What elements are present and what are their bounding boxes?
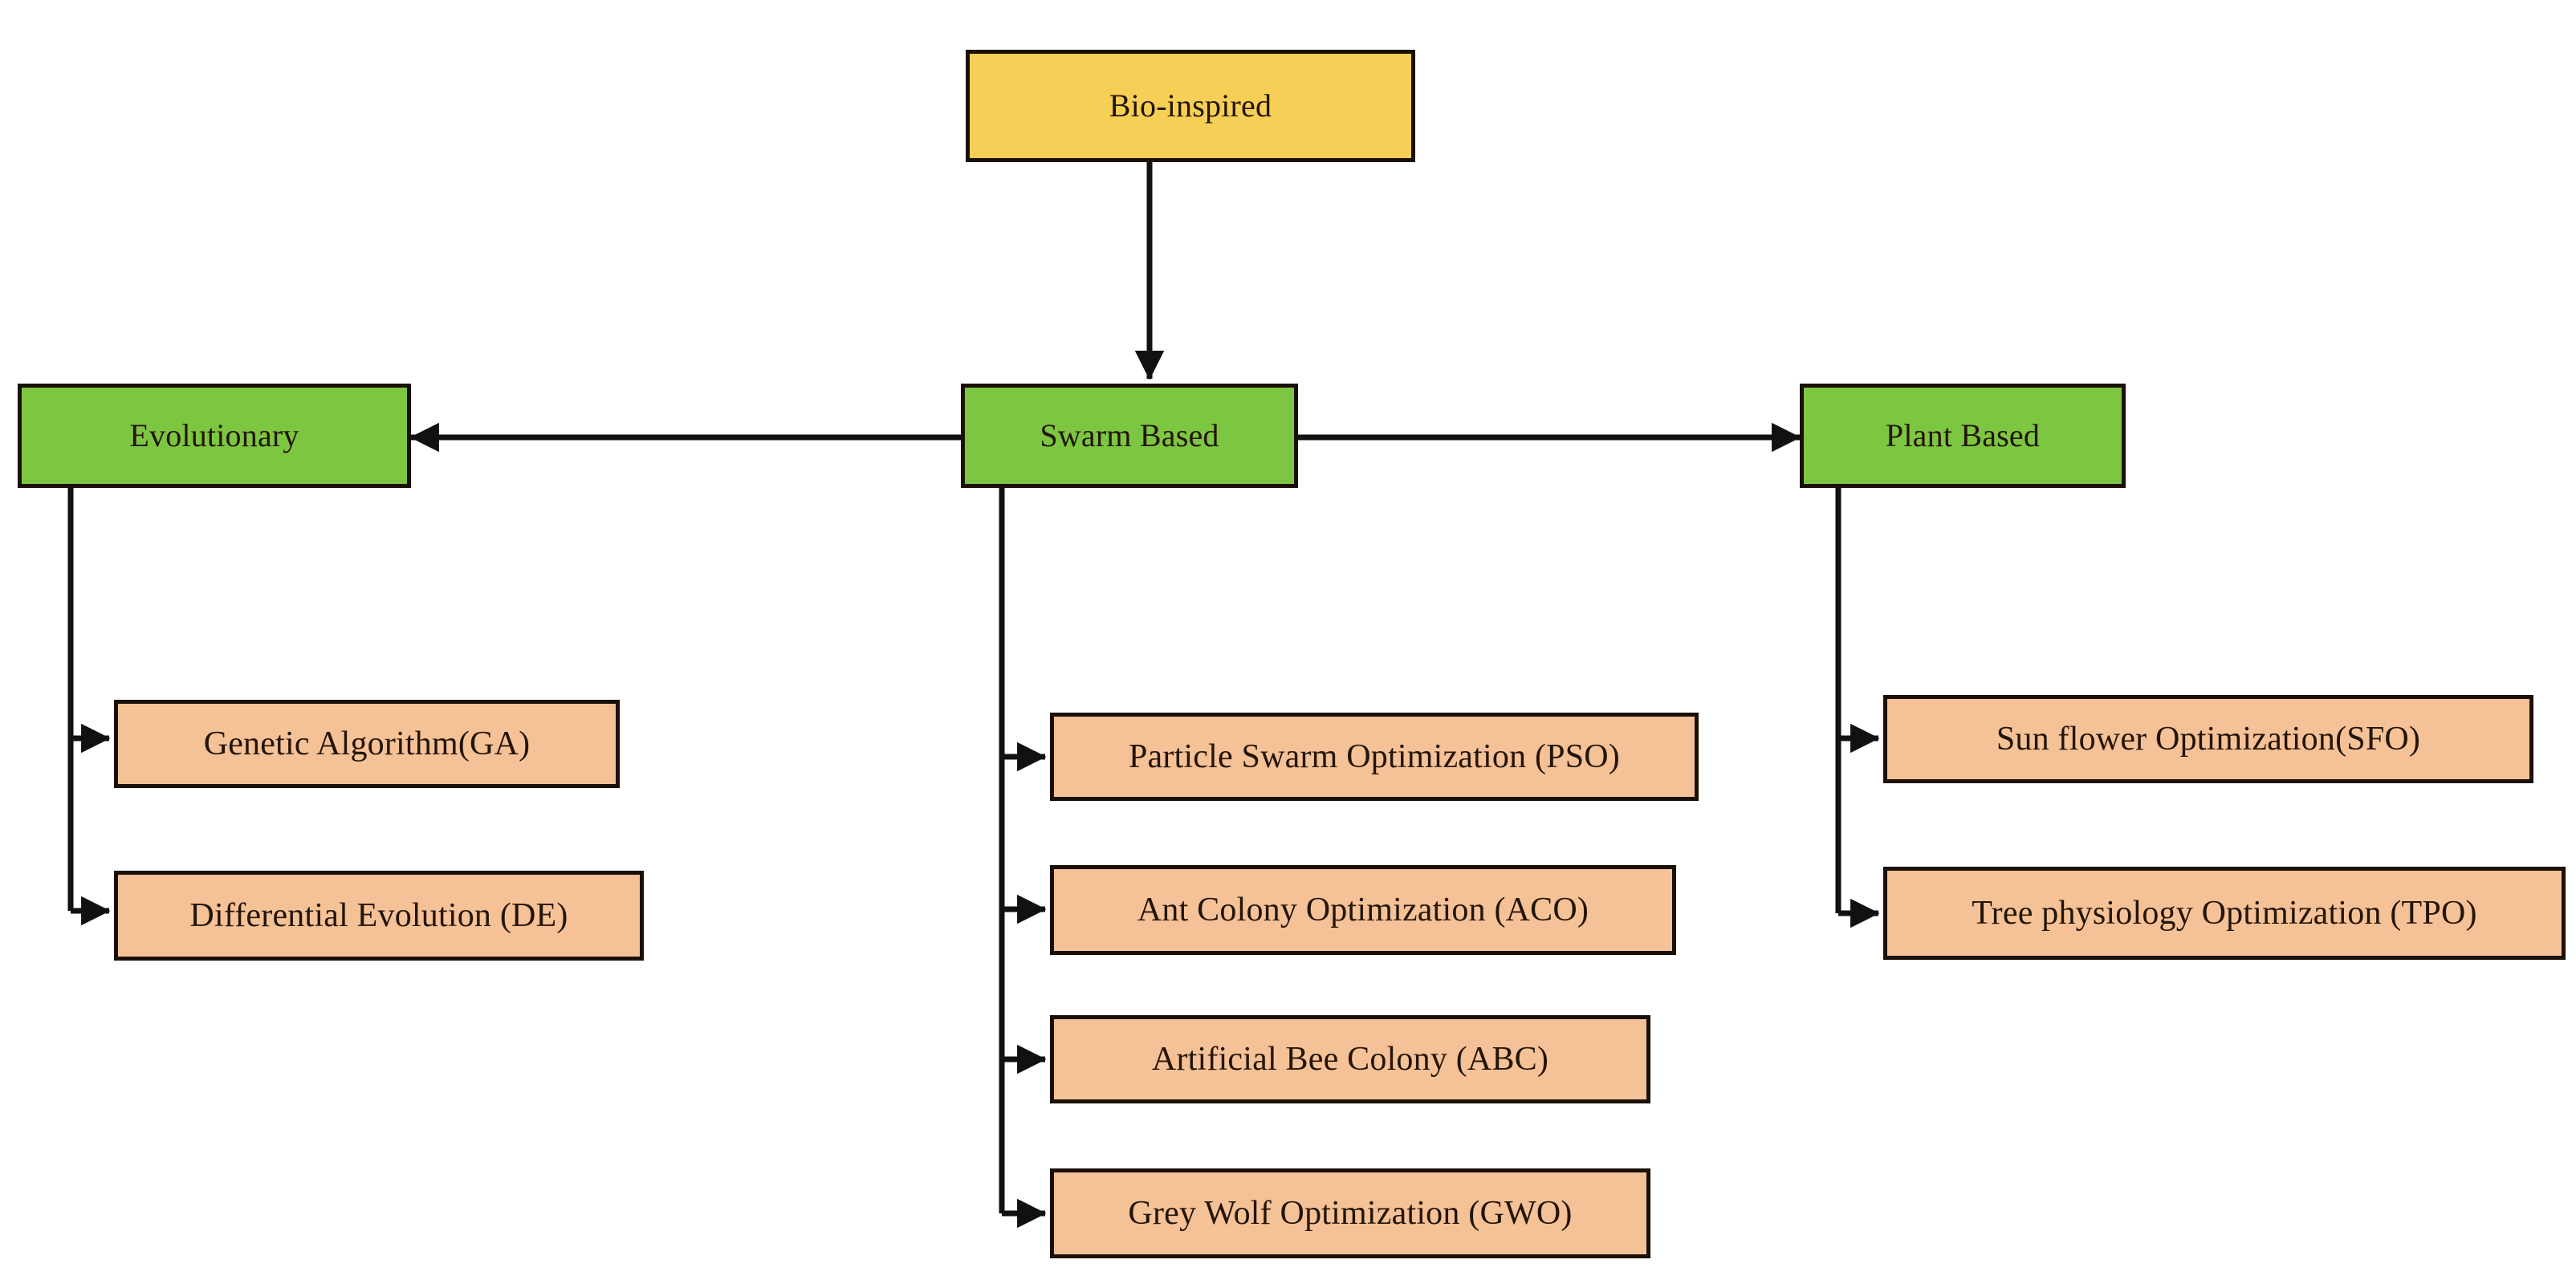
node-swarm-based[interactable]: Swarm Based	[961, 384, 1298, 488]
node-artificial-bee-colony[interactable]: Artificial Bee Colony (ABC)	[1050, 1015, 1650, 1103]
node-particle-swarm-optimization-label: Particle Swarm Optimization (PSO)	[1128, 737, 1620, 775]
node-differential-evolution[interactable]: Differential Evolution (DE)	[114, 871, 644, 961]
node-bio-inspired[interactable]: Bio-inspired	[966, 50, 1415, 162]
node-grey-wolf-optimization-label: Grey Wolf Optimization (GWO)	[1128, 1194, 1573, 1232]
node-genetic-algorithm[interactable]: Genetic Algorithm(GA)	[114, 700, 620, 788]
node-sun-flower-optimization-label: Sun flower Optimization(SFO)	[1996, 720, 2421, 758]
node-evolutionary[interactable]: Evolutionary	[18, 384, 411, 488]
node-tree-physiology-optimization[interactable]: Tree physiology Optimization (TPO)	[1883, 867, 2566, 960]
node-ant-colony-optimization[interactable]: Ant Colony Optimization (ACO)	[1050, 865, 1676, 955]
node-bio-inspired-label: Bio-inspired	[1109, 87, 1272, 124]
node-plant-based-label: Plant Based	[1885, 417, 2041, 453]
node-plant-based[interactable]: Plant Based	[1800, 384, 2126, 488]
node-artificial-bee-colony-label: Artificial Bee Colony (ABC)	[1151, 1040, 1549, 1078]
node-differential-evolution-label: Differential Evolution (DE)	[189, 896, 568, 934]
node-sun-flower-optimization[interactable]: Sun flower Optimization(SFO)	[1883, 695, 2533, 783]
node-evolutionary-label: Evolutionary	[129, 417, 299, 453]
node-grey-wolf-optimization[interactable]: Grey Wolf Optimization (GWO)	[1050, 1168, 1650, 1258]
node-particle-swarm-optimization[interactable]: Particle Swarm Optimization (PSO)	[1050, 713, 1699, 801]
node-tree-physiology-optimization-label: Tree physiology Optimization (TPO)	[1972, 894, 2477, 932]
node-swarm-based-label: Swarm Based	[1040, 417, 1219, 453]
node-genetic-algorithm-label: Genetic Algorithm(GA)	[203, 725, 531, 762]
node-ant-colony-optimization-label: Ant Colony Optimization (ACO)	[1137, 891, 1589, 928]
